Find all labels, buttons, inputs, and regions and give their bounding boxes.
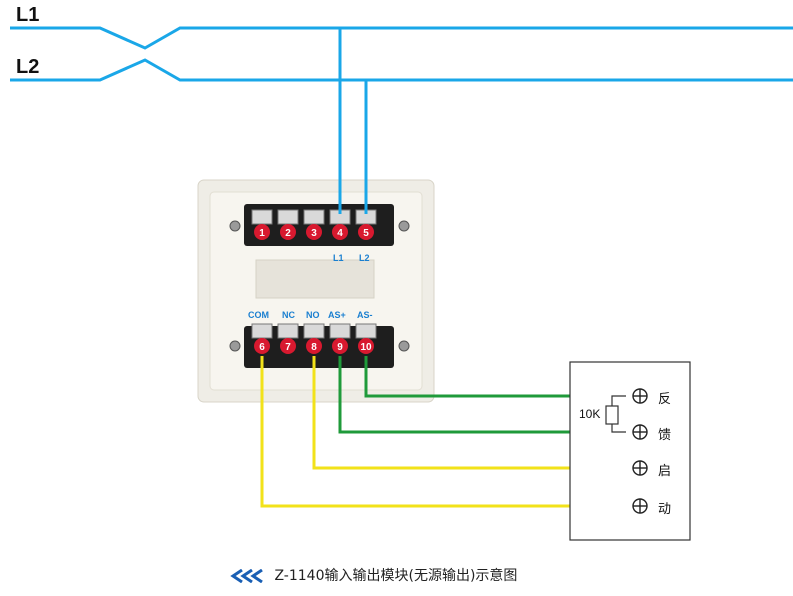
terminal-bottom-10: 10 xyxy=(355,323,377,354)
bus-label-l2: L2 xyxy=(16,56,40,78)
resistor-label: 10K xyxy=(579,407,601,421)
start-wire-no xyxy=(312,356,640,470)
terminal-circle-plus-icon xyxy=(632,388,648,514)
terminal-top-number: 3 xyxy=(311,228,317,239)
terminal-top-4: 4 xyxy=(329,209,351,240)
terminal-top-3: 3 xyxy=(303,209,325,240)
terminal-bottom-number: 8 xyxy=(311,342,317,353)
terminal-top-number: 1 xyxy=(259,228,265,239)
terminal-label-as-minus: AS- xyxy=(357,310,373,320)
bus-wire-l1 xyxy=(10,26,793,50)
terminal-top-number: 5 xyxy=(363,228,369,239)
terminal-bottom-number: 6 xyxy=(259,342,265,353)
terminal-label-com: COM xyxy=(248,310,269,320)
external-device xyxy=(569,361,691,541)
device-label-fan: 反 xyxy=(658,392,672,407)
terminal-bottom-9: 9 xyxy=(329,323,351,354)
terminal-bottom-number: 7 xyxy=(285,342,291,353)
terminal-top-5: 5 xyxy=(355,209,377,240)
device-label-qi: 启 xyxy=(658,464,672,479)
bus-wires xyxy=(10,26,793,214)
terminal-top-number: 4 xyxy=(337,228,343,239)
terminal-bottom-8: 8 xyxy=(303,323,325,354)
resistor-icon xyxy=(605,395,626,433)
bus-wire-l2 xyxy=(10,58,793,82)
terminal-top-number: 2 xyxy=(285,228,291,239)
feedback-wire-as-plus xyxy=(338,356,640,434)
feedback-wire-as-minus xyxy=(364,356,640,398)
terminal-bottom-number: 9 xyxy=(337,342,343,353)
terminal-label-as-plus: AS+ xyxy=(328,310,346,320)
terminal-label-nc: NC xyxy=(282,310,295,320)
terminal-bottom-number: 10 xyxy=(360,342,372,353)
field-wires xyxy=(260,356,640,508)
terminal-top-2: 2 xyxy=(277,209,299,240)
terminal-bottom-7: 7 xyxy=(277,323,299,354)
device-label-dong: 动 xyxy=(658,502,672,517)
terminal-bottom-6: 6 xyxy=(251,323,273,354)
terminal-label-l2: L2 xyxy=(359,253,370,263)
bus-label-l1: L1 xyxy=(16,4,40,26)
diagram-caption: Z-1140输入输出模块(无源输出)示意图 xyxy=(230,565,517,585)
caption-text: Z-1140输入输出模块(无源输出)示意图 xyxy=(274,568,518,584)
chevron-left-icon xyxy=(230,569,263,583)
device-label-kui: 馈 xyxy=(658,428,672,443)
start-wire-com xyxy=(260,356,640,508)
terminal-label-no: NO xyxy=(306,310,320,320)
terminal-top-1: 1 xyxy=(251,209,273,240)
terminal-label-l1: L1 xyxy=(333,253,344,263)
